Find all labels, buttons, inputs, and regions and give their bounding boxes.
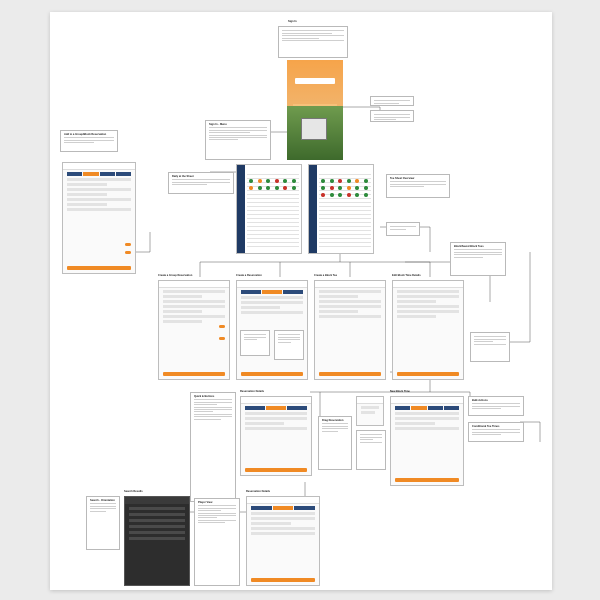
note-signin-menu-title: Sign In - Menu bbox=[209, 123, 227, 126]
screen-label-res-details: Reservation Details bbox=[240, 390, 265, 393]
note-conditional-times: Conditional Tee Times bbox=[468, 422, 524, 442]
note-tee-sheet: Tee Sheet Overview bbox=[386, 174, 450, 198]
screen-label-create-res: Create a Reservation bbox=[236, 274, 262, 277]
create-group-button[interactable] bbox=[163, 372, 225, 376]
add-group-screen bbox=[62, 162, 136, 274]
note-player-view: Player View bbox=[194, 498, 240, 586]
screen-label-edit-block: Edit Block Time Details bbox=[392, 274, 421, 277]
golf-cart-image bbox=[301, 118, 327, 140]
note-add-group-title: Add to a Group/Block Reservation bbox=[64, 133, 107, 136]
new-block-screen bbox=[390, 396, 464, 486]
signin-screen bbox=[287, 60, 343, 160]
signin-side-note-1 bbox=[370, 96, 414, 106]
note-search: Search - Orientation bbox=[86, 496, 120, 550]
signin-side-note-2 bbox=[370, 110, 414, 122]
note-daily-sheet-title: Daily at the Sheet bbox=[172, 175, 194, 178]
edit-block-screen bbox=[392, 280, 464, 380]
add-group-submit-button[interactable] bbox=[67, 266, 131, 270]
create-res-note-2 bbox=[274, 330, 304, 360]
signin-note bbox=[278, 26, 348, 58]
create-block-screen bbox=[314, 280, 386, 380]
create-res-note-1 bbox=[240, 330, 270, 356]
note-drag-title: Drag Reservation bbox=[322, 419, 344, 422]
tee-sheet-tablet-2 bbox=[308, 164, 374, 254]
tee-sheet-small-note bbox=[386, 222, 420, 236]
screen-label-search: Search Results bbox=[124, 490, 143, 493]
tee-sheet-tablet-1 bbox=[236, 164, 302, 254]
reservation-details-screen bbox=[240, 396, 312, 476]
note-drag: Drag Reservation bbox=[318, 416, 352, 470]
new-block-button[interactable] bbox=[395, 478, 459, 482]
reservation-details-2-button[interactable] bbox=[251, 578, 315, 582]
reservation-details-button[interactable] bbox=[245, 468, 307, 472]
note-conditional-times-title: Conditional Tee Times bbox=[472, 425, 500, 428]
diagram-board: Sign In Sign In - Menu Add to a Group/Bl… bbox=[50, 12, 552, 590]
create-group-screen bbox=[158, 280, 230, 380]
search-results-dark-screen bbox=[124, 496, 190, 586]
note-player-view-title: Player View bbox=[198, 501, 213, 504]
note-bulk-actions: Bulk Actions bbox=[468, 396, 524, 416]
create-block-button[interactable] bbox=[319, 372, 381, 376]
signin-label: Sign In bbox=[288, 20, 297, 23]
create-reservation-button[interactable] bbox=[241, 372, 303, 376]
note-add-group: Add to a Group/Block Reservation bbox=[60, 130, 118, 152]
logo bbox=[295, 78, 335, 84]
note-signin-menu: Sign In - Menu bbox=[205, 120, 271, 160]
screen-label-res-details-2: Reservation Details bbox=[246, 490, 271, 493]
note-bulk-actions-title: Bulk Actions bbox=[472, 399, 488, 402]
edit-block-button[interactable] bbox=[397, 372, 459, 376]
note-quick-actions-title: Quick & Buttons bbox=[194, 395, 215, 398]
edit-block-side-note bbox=[470, 332, 510, 362]
screen-label-new-block: New Block Time bbox=[390, 390, 410, 393]
note-block-tees-title: Block/Saved Block Tees bbox=[454, 245, 484, 248]
reservation-details-screen-2 bbox=[246, 496, 320, 586]
note-tee-sheet-title: Tee Sheet Overview bbox=[390, 177, 415, 180]
screen-label-create-block: Create a Block Tee bbox=[314, 274, 338, 277]
note-search-title: Search - Orientation bbox=[90, 499, 115, 502]
note-daily-sheet: Daily at the Sheet bbox=[168, 172, 234, 194]
note-quick-actions: Quick & Buttons bbox=[190, 392, 236, 502]
screen-label-create-group: Create a Group Reservation bbox=[158, 274, 193, 277]
popup-screen bbox=[356, 396, 384, 426]
note-block-tees: Block/Saved Block Tees bbox=[450, 242, 506, 276]
popup-note bbox=[356, 430, 386, 470]
